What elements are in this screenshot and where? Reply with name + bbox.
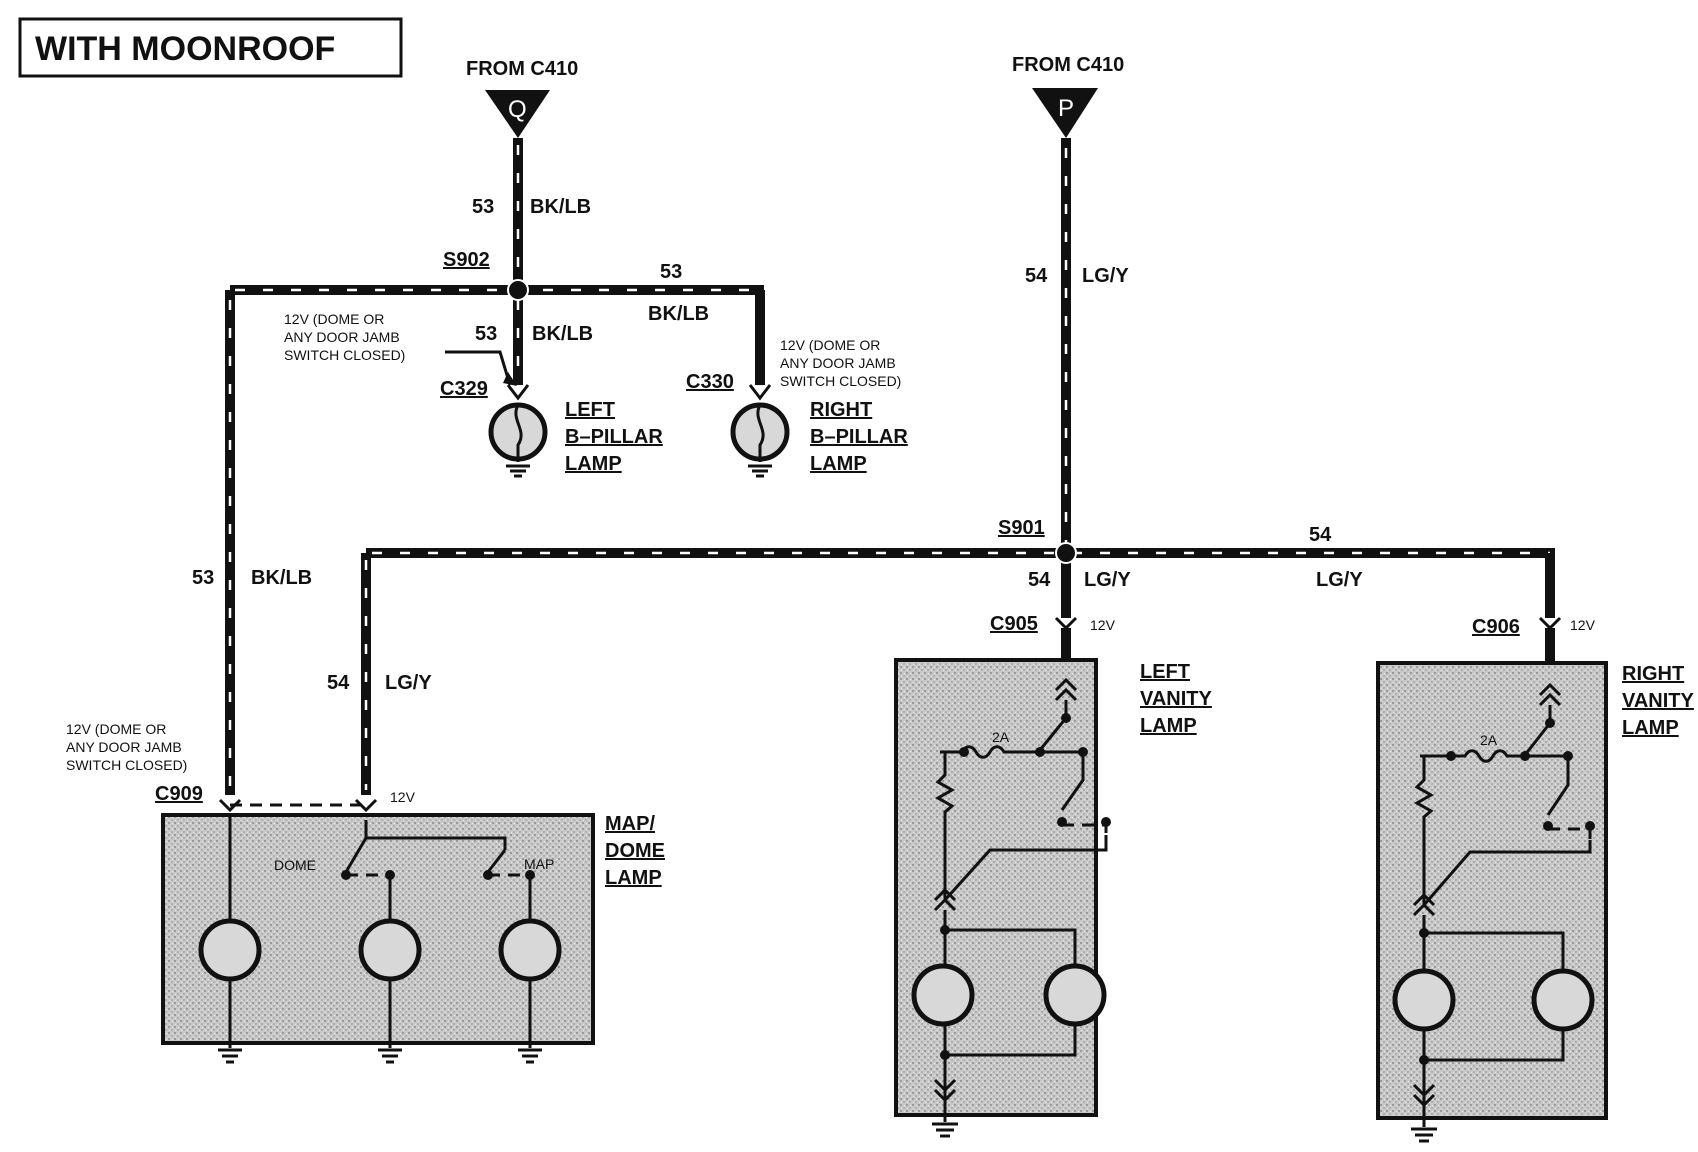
wire-right-b-color: BK/LB: [648, 303, 709, 325]
wire-right-vanity-color: LG/Y: [1316, 569, 1363, 591]
svg-text:MAP/: MAP/: [605, 813, 655, 835]
ground-icon: [932, 1100, 958, 1138]
wire-p-circuit: 54: [1025, 265, 1048, 287]
source-p-letter: P: [1058, 95, 1074, 122]
svg-text:LAMP: LAMP: [810, 453, 867, 475]
connector-c330-label: C330: [686, 371, 734, 393]
svg-text:RIGHT: RIGHT: [810, 399, 872, 421]
svg-text:ANY DOOR JAMB: ANY DOOR JAMB: [284, 329, 400, 345]
map-switch-label: MAP: [524, 856, 554, 872]
wire-right-vanity-circuit: 54: [1309, 524, 1332, 546]
right-vanity-12v: 12V: [1570, 617, 1596, 633]
dome-bulb-1-icon: [198, 918, 262, 982]
left-bpillar-note: 12V (DOME OR ANY DOOR JAMB SWITCH CLOSED…: [284, 311, 517, 386]
svg-text:ANY DOOR JAMB: ANY DOOR JAMB: [780, 355, 896, 371]
wire-right-b-circuit: 53: [660, 261, 682, 283]
svg-text:B–PILLAR: B–PILLAR: [565, 426, 663, 448]
svg-text:12V (DOME OR: 12V (DOME OR: [780, 337, 880, 353]
svg-text:DOME: DOME: [605, 840, 665, 862]
left-vanity-housing: [894, 658, 1098, 1117]
ground-icon: [748, 464, 772, 478]
wire-left-b-circuit: 53: [475, 323, 497, 345]
svg-text:SWITCH CLOSED): SWITCH CLOSED): [780, 373, 901, 389]
right-bpillar-lamp: C330 12V (DOME OR ANY DOOR JAMB SWITCH C…: [686, 337, 908, 478]
svg-text:VANITY: VANITY: [1622, 690, 1695, 712]
svg-text:LAMP: LAMP: [565, 453, 622, 475]
left-vanity-fuse-label: 2A: [992, 729, 1010, 745]
right-vanity-lamp: C906 12V 2A RIGHT VANITY LAMP: [1376, 616, 1695, 1143]
svg-text:ANY DOOR JAMB: ANY DOOR JAMB: [66, 739, 182, 755]
wire-q-color: BK/LB: [530, 196, 591, 218]
svg-text:VANITY: VANITY: [1140, 688, 1213, 710]
splice-s901-label: S901: [998, 517, 1045, 539]
svg-text:B–PILLAR: B–PILLAR: [810, 426, 908, 448]
diagram-title: WITH MOONROOF: [35, 30, 335, 68]
wire-left-vanity-circuit: 54: [1028, 569, 1051, 591]
left-bpillar-lamp: C329 LEFT B–PILLAR LAMP: [440, 378, 663, 478]
splice-s902-label: S902: [443, 249, 490, 271]
svg-text:LEFT: LEFT: [565, 399, 615, 421]
ground-icon: [218, 1040, 242, 1064]
source-p: FROM C410 P: [1012, 54, 1124, 138]
splice-s901-dot: [1055, 542, 1077, 564]
wire-map-color: LG/Y: [385, 672, 432, 694]
right-vanity-bulb-1-icon: [1392, 968, 1456, 1032]
svg-text:12V (DOME OR: 12V (DOME OR: [66, 721, 166, 737]
svg-text:RIGHT: RIGHT: [1622, 663, 1684, 685]
source-q-label: FROM C410: [466, 58, 578, 80]
ground-icon: [506, 464, 530, 478]
title-box: WITH MOONROOF: [18, 17, 403, 78]
right-vanity-fuse-label: 2A: [1480, 732, 1498, 748]
ground-icon: [1411, 1105, 1437, 1143]
wire-q-circuit: 53: [472, 196, 494, 218]
map-dome-12v: 12V: [390, 789, 416, 805]
connector-c906-label: C906: [1472, 616, 1520, 638]
ground-icon: [378, 1040, 402, 1064]
wire-left-circuit: 53: [192, 567, 214, 589]
left-vanity-bulb-1-icon: [911, 963, 975, 1027]
connector-c329-label: C329: [440, 378, 488, 400]
left-vanity-lamp: C905 12V 2A LEFT VANITY LAMP: [894, 613, 1213, 1138]
circuit-53-wiring: [225, 138, 765, 795]
dome-switch-label: DOME: [274, 857, 316, 873]
svg-text:12V (DOME OR: 12V (DOME OR: [284, 311, 384, 327]
svg-text:LAMP: LAMP: [605, 867, 662, 889]
source-q-letter: Q: [508, 96, 527, 123]
wire-map-circuit: 54: [327, 672, 350, 694]
left-vanity-12v: 12V: [1090, 617, 1116, 633]
svg-text:LAMP: LAMP: [1140, 715, 1197, 737]
svg-text:LAMP: LAMP: [1622, 717, 1679, 739]
right-vanity-bulb-2-icon: [1531, 968, 1595, 1032]
source-p-connector-icon: [1032, 88, 1098, 138]
right-vanity-housing: [1376, 661, 1608, 1120]
wire-p-color: LG/Y: [1082, 265, 1129, 287]
svg-text:LEFT: LEFT: [1140, 661, 1190, 683]
map-dome-lamp: 12V (DOME OR ANY DOOR JAMB SWITCH CLOSED…: [66, 721, 665, 1064]
source-q-connector-icon: [485, 90, 550, 138]
left-vanity-bulb-2-icon: [1043, 963, 1107, 1027]
wire-left-b-color: BK/LB: [532, 323, 593, 345]
source-q: FROM C410 Q: [466, 58, 578, 138]
ground-icon: [518, 1040, 542, 1064]
splice-s902-dot: [507, 279, 529, 301]
connector-c909-label: C909: [155, 783, 203, 805]
map-bulb-icon: [498, 918, 562, 982]
wire-left-color: BK/LB: [251, 567, 312, 589]
dome-bulb-2-icon: [358, 918, 422, 982]
svg-text:SWITCH CLOSED): SWITCH CLOSED): [284, 347, 405, 363]
wire-left-vanity-color: LG/Y: [1084, 569, 1131, 591]
circuit-54-wiring: [361, 138, 1555, 795]
connector-c905-label: C905: [990, 613, 1038, 635]
svg-text:SWITCH CLOSED): SWITCH CLOSED): [66, 757, 187, 773]
source-p-label: FROM C410: [1012, 54, 1124, 76]
